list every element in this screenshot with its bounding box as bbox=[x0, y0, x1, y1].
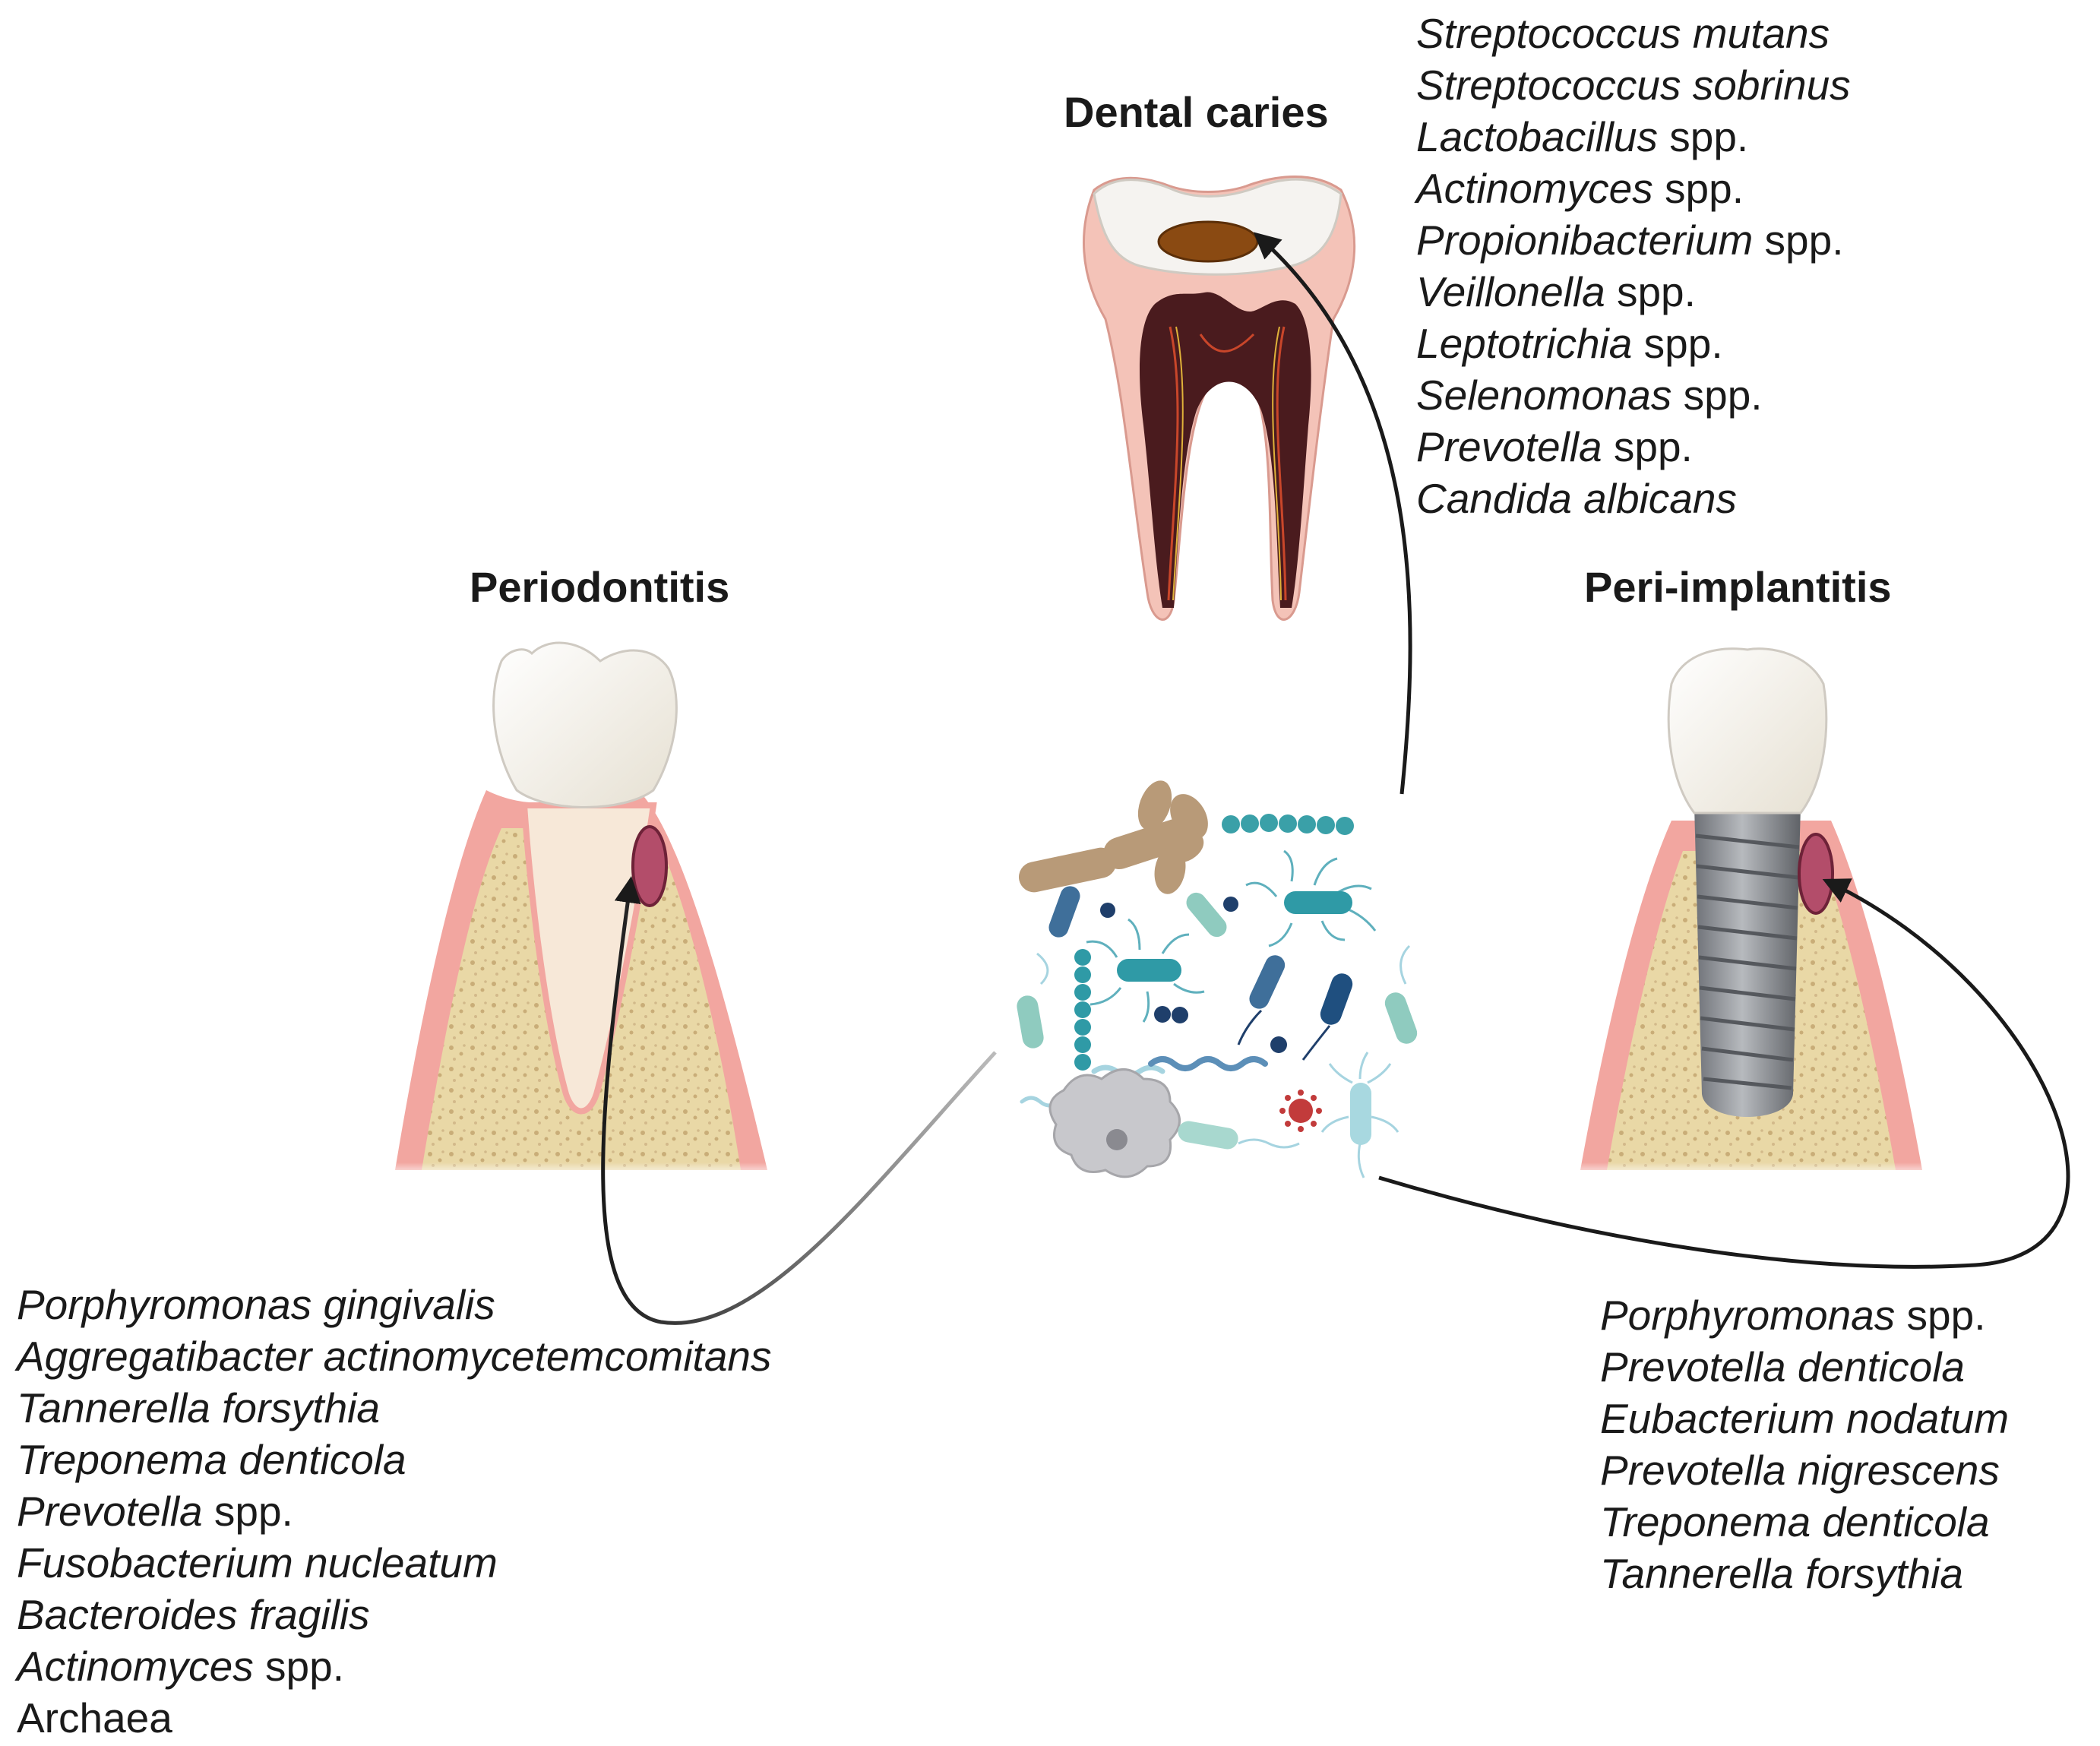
species-item: Archaea bbox=[17, 1694, 172, 1741]
tooth-caries-icon bbox=[1064, 176, 1383, 646]
periimplantitis-title: Peri-implantitis bbox=[1584, 563, 1892, 611]
species-item: Tannerella forsythia bbox=[1600, 1550, 1963, 1597]
arrow-to-periodontitis bbox=[601, 876, 997, 1325]
species-item: Prevotella spp. bbox=[17, 1488, 293, 1535]
dental-caries-title: Dental caries bbox=[1064, 88, 1329, 136]
species-item: Prevotella denticola bbox=[1600, 1343, 1966, 1390]
species-item: Lactobacillus spp. bbox=[1416, 113, 1749, 160]
species-item: Leptotrichia spp. bbox=[1416, 320, 1723, 367]
species-item: Porphyromonas gingivalis bbox=[17, 1281, 495, 1328]
arrow-to-caries bbox=[1253, 232, 1412, 795]
species-item: Porphyromonas spp. bbox=[1600, 1292, 1986, 1339]
species-item: Streptococcus mutans bbox=[1416, 10, 1830, 57]
species-item: Selenomonas spp. bbox=[1416, 372, 1763, 419]
species-item: Candida albicans bbox=[1416, 475, 1737, 522]
species-item: Aggregatibacter actinomycetemcomitans bbox=[17, 1333, 772, 1380]
species-item: Treponema denticola bbox=[17, 1436, 406, 1483]
caries-species-list: Streptococcus mutans Streptococcus sobri… bbox=[1416, 8, 1851, 524]
species-item: Tannerella forsythia bbox=[17, 1384, 380, 1431]
species-item: Propionibacterium spp. bbox=[1416, 217, 1844, 264]
species-item: Veillonella spp. bbox=[1416, 268, 1696, 315]
periodontitis-species-list: Porphyromonas gingivalis Aggregatibacter… bbox=[17, 1279, 772, 1744]
species-item: Eubacterium nodatum bbox=[1600, 1395, 2010, 1442]
implant-icon bbox=[1565, 647, 1945, 1178]
species-item: Prevotella spp. bbox=[1416, 423, 1693, 470]
species-item: Actinomyces spp. bbox=[1416, 165, 1744, 212]
periodontitis-title: Periodontitis bbox=[470, 563, 730, 611]
periimplantitis-species-list: Porphyromonas spp. Prevotella denticola … bbox=[1600, 1289, 2009, 1599]
species-item: Bacteroides fragilis bbox=[17, 1591, 370, 1638]
species-item: Actinomyces spp. bbox=[17, 1643, 345, 1690]
microbiome-cluster-icon bbox=[1017, 780, 1418, 1178]
species-item: Treponema denticola bbox=[1600, 1498, 1990, 1545]
species-item: Fusobacterium nucleatum bbox=[17, 1539, 498, 1586]
species-item: Streptococcus sobrinus bbox=[1416, 62, 1851, 109]
tooth-periodontitis-icon bbox=[380, 641, 775, 1178]
arrow-to-periimplantitis bbox=[1378, 878, 2070, 1269]
species-item: Prevotella nigrescens bbox=[1600, 1447, 2000, 1494]
